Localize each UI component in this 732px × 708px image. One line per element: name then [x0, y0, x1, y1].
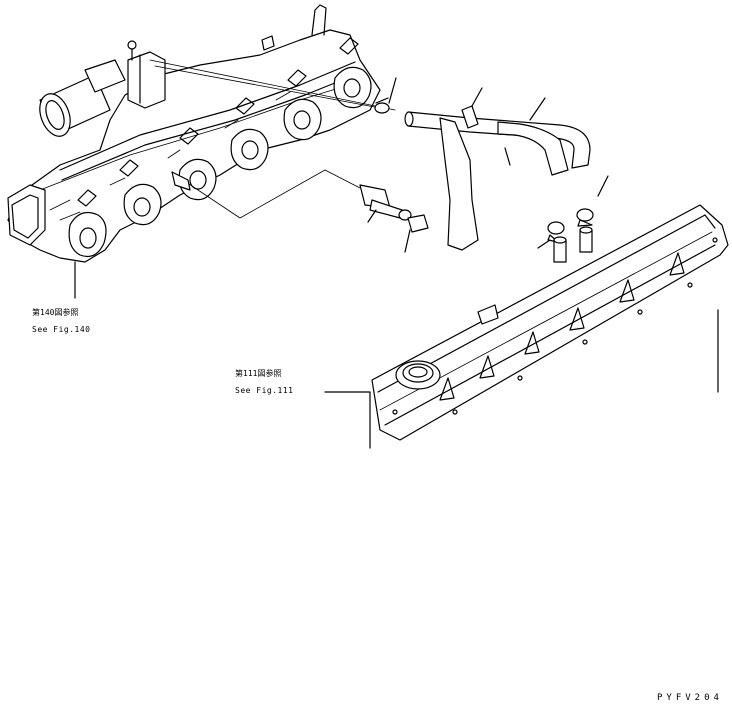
tube-line-2 — [154, 65, 381, 109]
plug — [171, 171, 191, 191]
fig111-ref-en: See Fig.111 — [235, 386, 294, 395]
tube-line — [149, 59, 396, 111]
exhaust-manifold — [7, 4, 381, 263]
fig111-ref-jp: 第111図参照 — [235, 369, 282, 378]
leader-line — [179, 169, 361, 219]
hose-clamp-upper — [374, 77, 397, 114]
sensor-fitting — [359, 184, 429, 253]
fig111-leader — [324, 391, 371, 449]
breather-hose — [404, 87, 591, 251]
fig140-ref-jp: 第140図参照 — [32, 308, 79, 317]
valve-cover — [371, 204, 729, 441]
drawing-code: PYFV204 — [657, 693, 723, 703]
hose-clamps-lower — [537, 175, 609, 263]
fig140-ref-en: See Fig.140 — [32, 325, 91, 334]
